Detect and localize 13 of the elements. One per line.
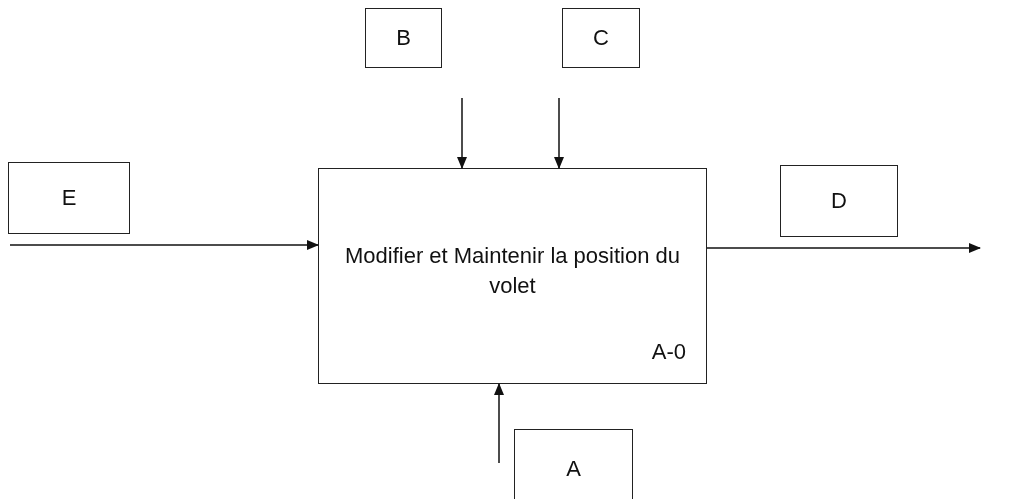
process-box [318, 168, 707, 384]
arrow [706, 243, 981, 253]
label-box: A [514, 429, 633, 499]
label-box: B [365, 8, 442, 68]
label-box: E [8, 162, 130, 234]
arrow [494, 383, 504, 464]
label-box: C [562, 8, 640, 68]
node-code: A-0 [651, 339, 686, 365]
arrow [457, 97, 467, 169]
process-title: Modifier et Maintenir la position du volet [343, 242, 682, 300]
arrow [554, 97, 564, 169]
arrow [9, 240, 319, 250]
label-box: D [780, 165, 898, 237]
